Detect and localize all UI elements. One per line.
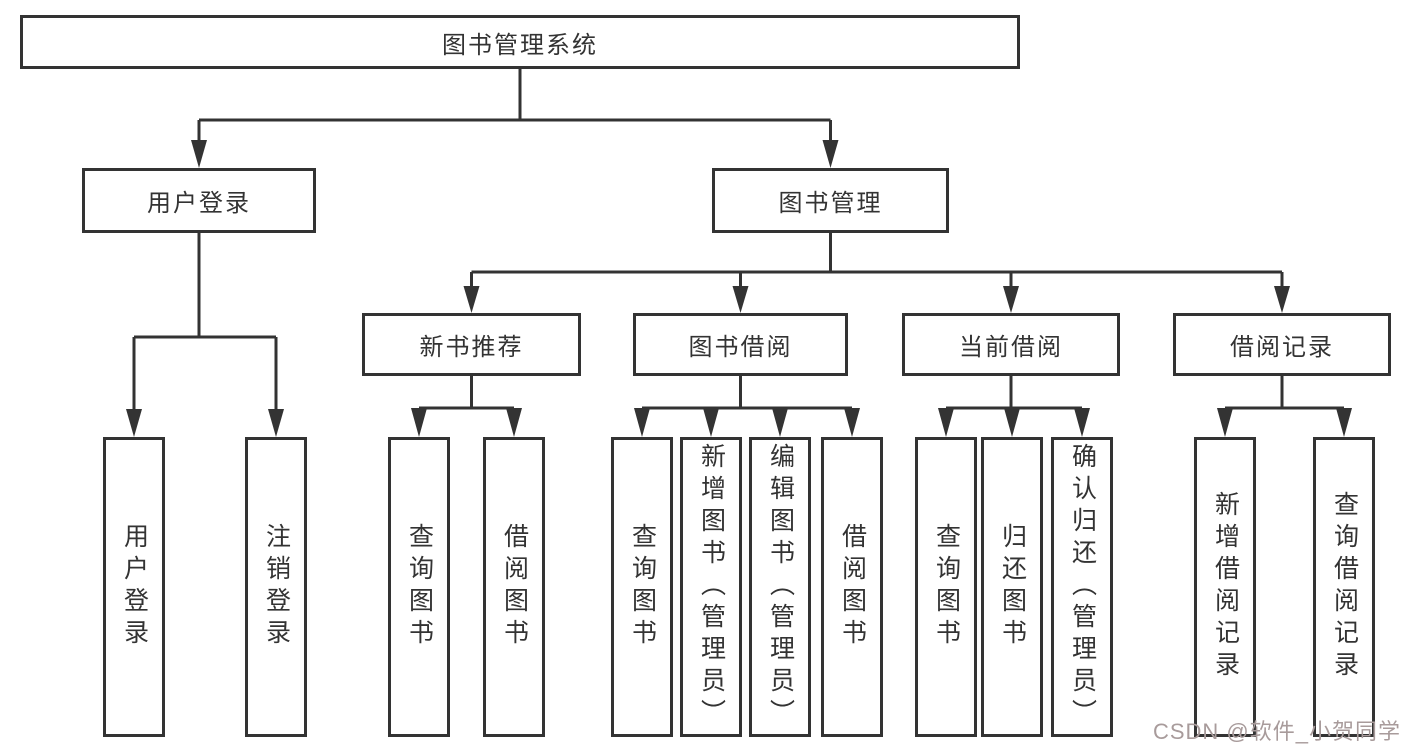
connector-borrow-record-branch — [1225, 375, 1344, 410]
connector-book-borrow-branch — [642, 375, 852, 410]
connector-user-login-branch — [132, 232, 278, 410]
node-leaf-query-book-2: 查询图书 — [611, 437, 673, 737]
node-leaf-edit-book-admin: 编辑图书（管理员） — [749, 437, 811, 737]
connector-book-mgmt-branch — [470, 232, 1284, 286]
node-root-system: 图书管理系统 — [20, 15, 1020, 69]
node-leaf-borrow-book-1: 借阅图书 — [483, 437, 545, 737]
node-leaf-add-book-admin: 新增图书（管理员） — [680, 437, 742, 737]
connector-root-to-level2 — [197, 68, 832, 141]
node-book-borrow: 图书借阅 — [633, 313, 848, 376]
node-leaf-query-book-1: 查询图书 — [388, 437, 450, 737]
node-current-borrow: 当前借阅 — [902, 313, 1120, 376]
connector-current-borrow-branch — [946, 375, 1082, 410]
csdn-watermark: CSDN @软件_小贺同学 — [1152, 719, 1401, 744]
node-leaf-query-borrow-record: 查询借阅记录 — [1313, 437, 1375, 737]
node-borrow-record: 借阅记录 — [1173, 313, 1391, 376]
node-leaf-borrow-book-2: 借阅图书 — [821, 437, 883, 737]
node-leaf-logout: 注销登录 — [245, 437, 307, 737]
node-leaf-query-book-3: 查询图书 — [915, 437, 977, 737]
node-leaf-add-borrow-record: 新增借阅记录 — [1194, 437, 1256, 737]
node-leaf-return-book: 归还图书 — [981, 437, 1043, 737]
node-leaf-confirm-return-admin: 确认归还（管理员） — [1051, 437, 1113, 737]
node-new-book-recommend: 新书推荐 — [362, 313, 581, 376]
arrowheads — [126, 140, 1352, 437]
node-leaf-user-login: 用户登录 — [103, 437, 165, 737]
node-book-management: 图书管理 — [712, 168, 949, 233]
connector-new-book-branch — [419, 375, 514, 410]
node-user-login: 用户登录 — [82, 168, 316, 233]
